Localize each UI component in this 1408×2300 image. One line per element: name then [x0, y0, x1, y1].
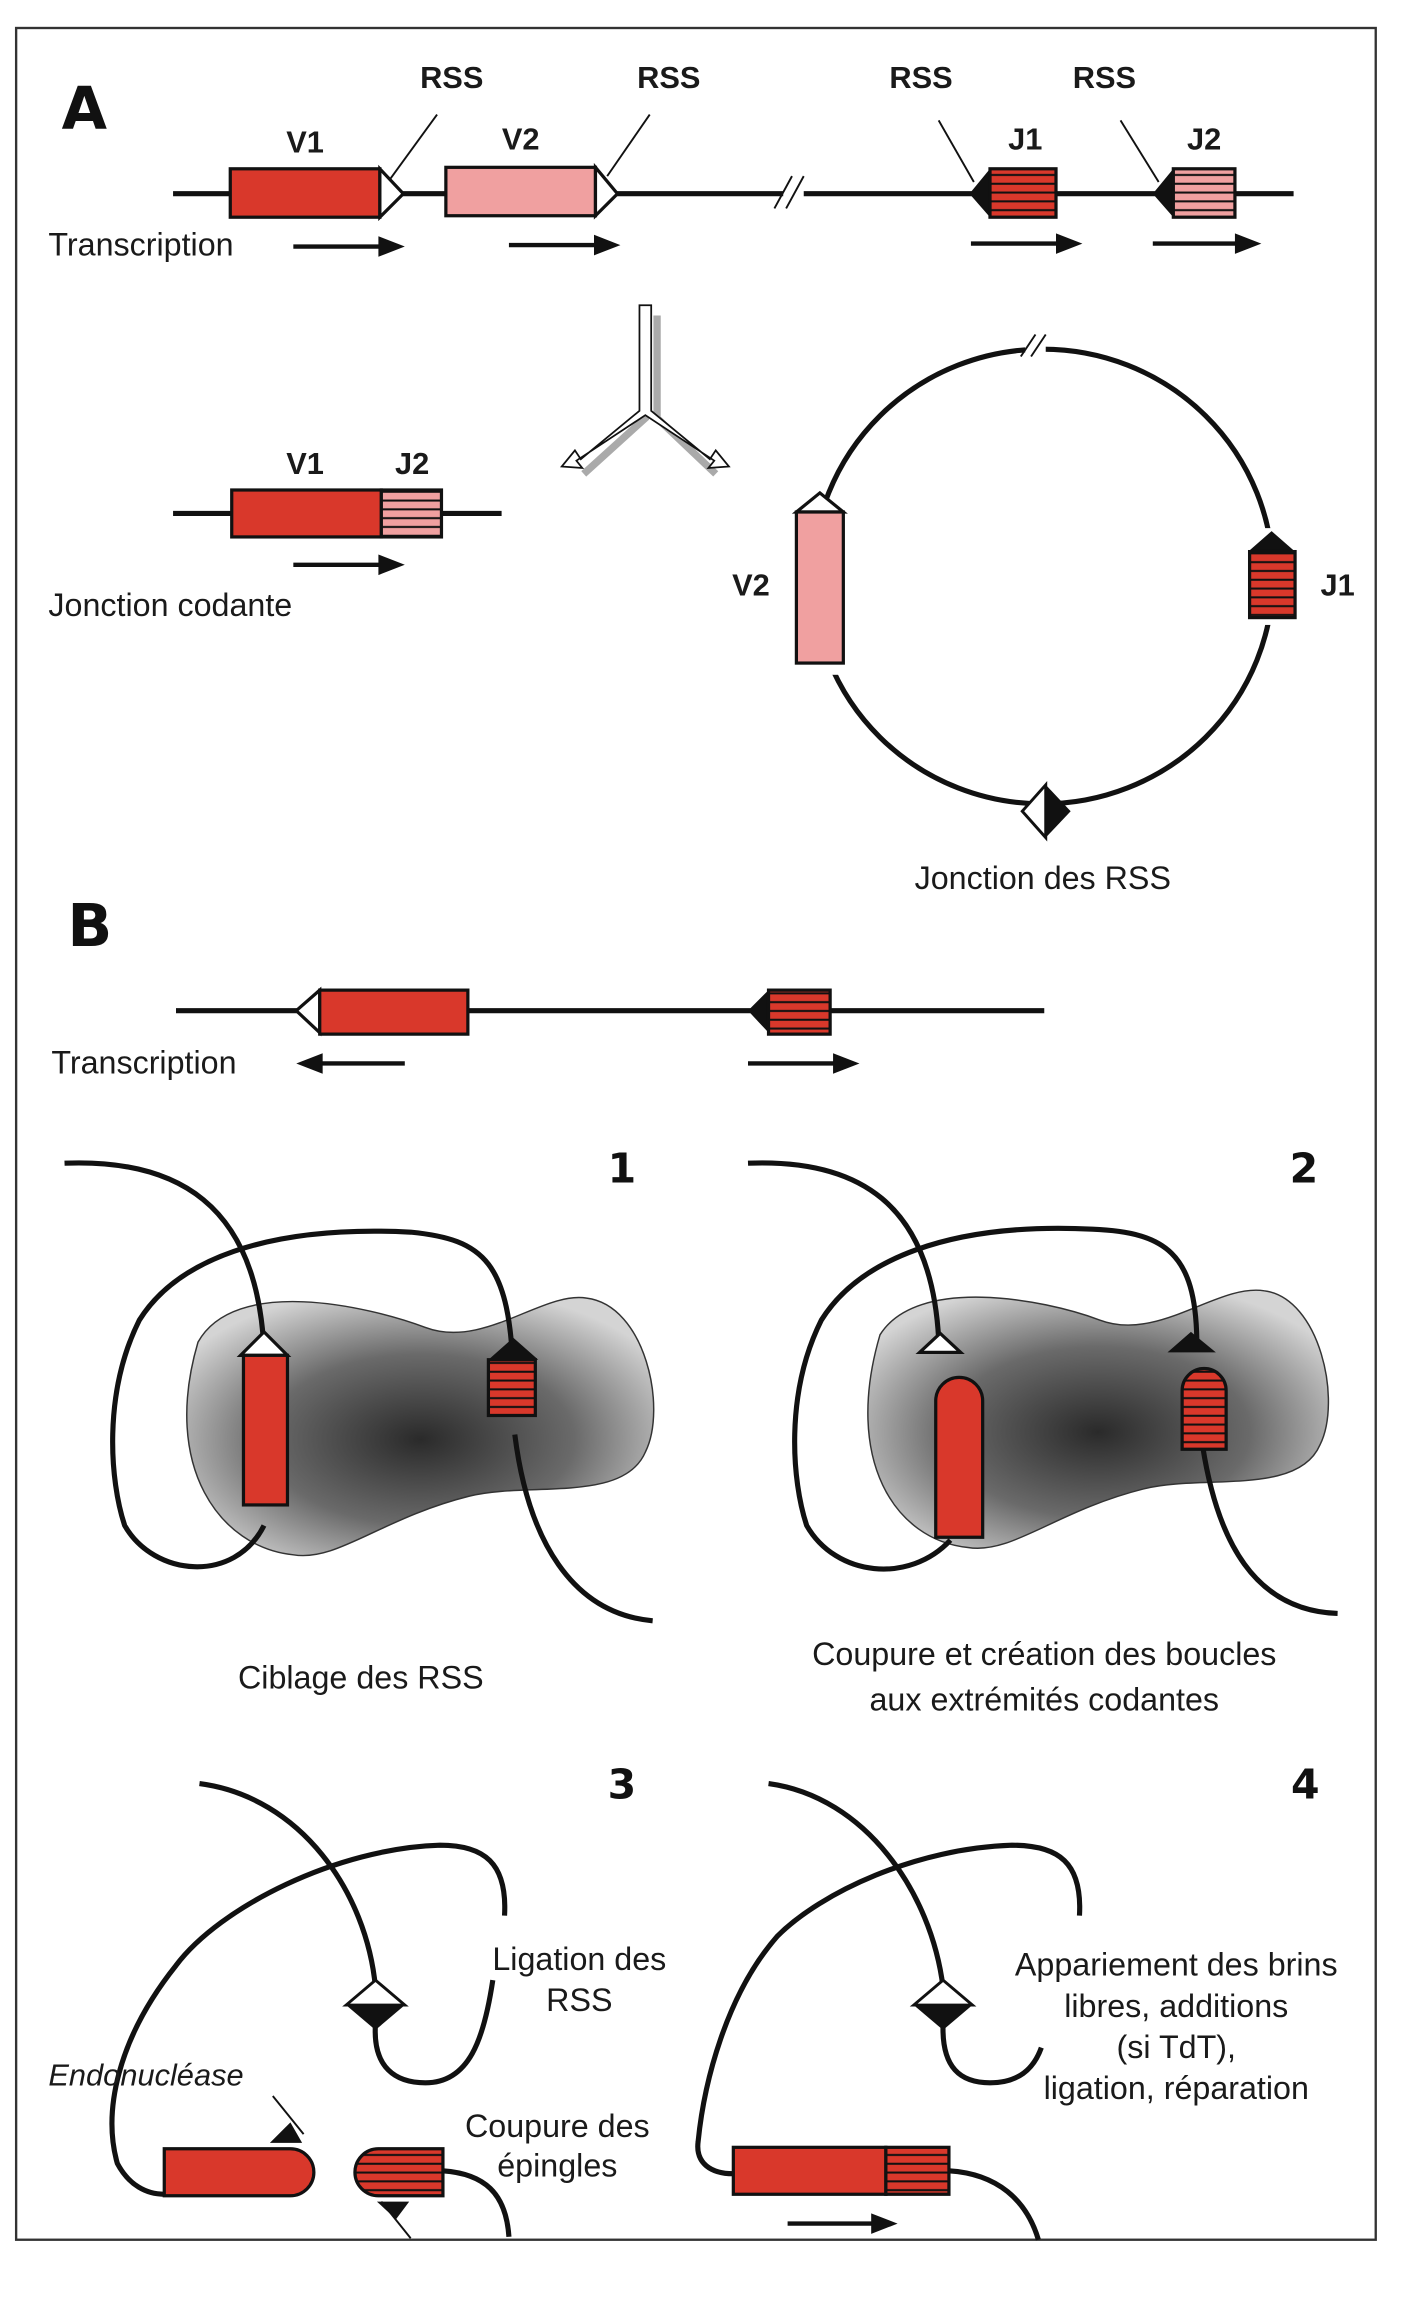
hairpin-caption: épingles	[497, 2148, 617, 2184]
coding-joint-label: Jonction codante	[48, 587, 292, 623]
segment-v	[241, 1353, 290, 1507]
segment-v2	[794, 510, 845, 665]
hairpin-caption: Coupure des	[465, 2108, 650, 2144]
segment-v1	[228, 167, 382, 219]
step-2: 2 Coupure et création des boucles aux ex…	[747, 1144, 1338, 1717]
step-caption: libres, additions	[1064, 1988, 1288, 2024]
segment-v1	[230, 488, 383, 539]
rss-joint-diamond-icon	[1020, 780, 1048, 842]
split-arrow-icon	[559, 304, 731, 477]
step-caption: (si TdT),	[1117, 2029, 1236, 2065]
label-j2: J2	[1187, 122, 1221, 157]
step-4: 4 Appariement des brins libres, addition…	[695, 1760, 1338, 2241]
rss-filled-triangle-icon	[969, 168, 990, 218]
transcription-arrow-icon	[508, 234, 621, 256]
rss-filled-triangle-icon	[1248, 531, 1296, 552]
rss-open-triangle-icon	[915, 1331, 965, 1355]
label-rss: RSS	[420, 60, 483, 95]
transcription-arrow-icon	[787, 2213, 898, 2234]
transcription-arrow-left-icon	[296, 1053, 405, 1074]
transcription-arrow-icon	[970, 233, 1083, 254]
segment-v2	[444, 165, 598, 218]
label-v1: V1	[286, 125, 324, 160]
endonuclease-cut-icon	[269, 2122, 303, 2143]
transcription-label: Transcription	[51, 1045, 236, 1081]
hairpin-coding-end-v	[162, 2147, 316, 2198]
rss-open-triangle-icon	[593, 162, 620, 220]
ligation-caption: Ligation des	[492, 1941, 666, 1977]
step-3: 3 Ligation des RSS Endonucléase Coupure …	[48, 1760, 666, 2239]
hairpin-coding-end-j	[1180, 1366, 1228, 1451]
transcription-arrow-icon	[293, 554, 405, 576]
step-caption: Appariement des brins	[1015, 1947, 1338, 1983]
panel-label-b: B	[67, 892, 112, 960]
transcription-arrow-icon	[748, 1053, 860, 1074]
rss-filled-triangle-icon	[748, 990, 769, 1033]
segment-j1	[1247, 549, 1297, 620]
step-caption: Coupure et création des boucles	[812, 1636, 1276, 1672]
rss-filled-triangle-icon	[1167, 1331, 1216, 1353]
endonuclease-label: Endonucléase	[48, 2058, 243, 2093]
rss-open-triangle-icon	[378, 164, 406, 222]
label-v1: V1	[286, 446, 324, 481]
transcription-arrow-icon	[293, 236, 405, 257]
break-mark-icon	[773, 175, 805, 209]
segment-j2	[1171, 167, 1237, 219]
step-number: 1	[608, 1144, 637, 1192]
segment-v	[731, 2145, 888, 2196]
protein-complex	[186, 1296, 655, 1557]
segment-j	[766, 988, 832, 1036]
hairpin-coding-end-j	[353, 2147, 445, 2198]
panel-label-a: A	[62, 75, 108, 143]
step-1: 1 Ciblage des RSS	[64, 1144, 655, 1695]
signal-joint-label: Jonction des RSS	[915, 860, 1171, 896]
transcription-label: Transcription	[48, 226, 233, 262]
segment-j2	[379, 488, 444, 539]
step-caption: aux extrémités codantes	[869, 1681, 1219, 1717]
label-j2: J2	[395, 446, 429, 481]
figure-frame	[14, 26, 1377, 2241]
coding-joint: V1 J2 Jonction codante	[48, 446, 502, 623]
segment-v	[318, 988, 470, 1036]
rss-filled-triangle-icon	[488, 1337, 539, 1360]
signal-joint-circle: V2 J1 Jonction des RSS	[732, 334, 1355, 896]
label-rss: RSS	[889, 60, 952, 95]
segment-j1	[988, 167, 1058, 219]
label-rss: RSS	[1073, 60, 1136, 95]
segment-j	[486, 1358, 537, 1418]
ligation-caption: RSS	[546, 1982, 612, 2018]
hairpin-coding-end-v	[934, 1375, 985, 1539]
step-caption: Ciblage des RSS	[238, 1659, 484, 1695]
transcription-arrow-icon	[1152, 233, 1262, 254]
step-caption: ligation, réparation	[1044, 2070, 1309, 2106]
step-number: 2	[1290, 1144, 1319, 1192]
segment-j	[884, 2145, 951, 2196]
label-j1: J1	[1008, 122, 1042, 157]
label-rss: RSS	[637, 60, 700, 95]
label-v2: V2	[502, 122, 540, 157]
rss-filled-triangle-icon	[1152, 168, 1174, 218]
label-v2: V2	[732, 568, 770, 603]
inverted-locus: Transcription	[51, 986, 1045, 1081]
step-number: 4	[1291, 1760, 1320, 1808]
step-number: 3	[608, 1760, 637, 1808]
germline-locus: V1 V2 J1 J2 RSS RSS RSS RSS Transcriptio…	[48, 60, 1294, 262]
label-j1: J1	[1320, 568, 1354, 603]
